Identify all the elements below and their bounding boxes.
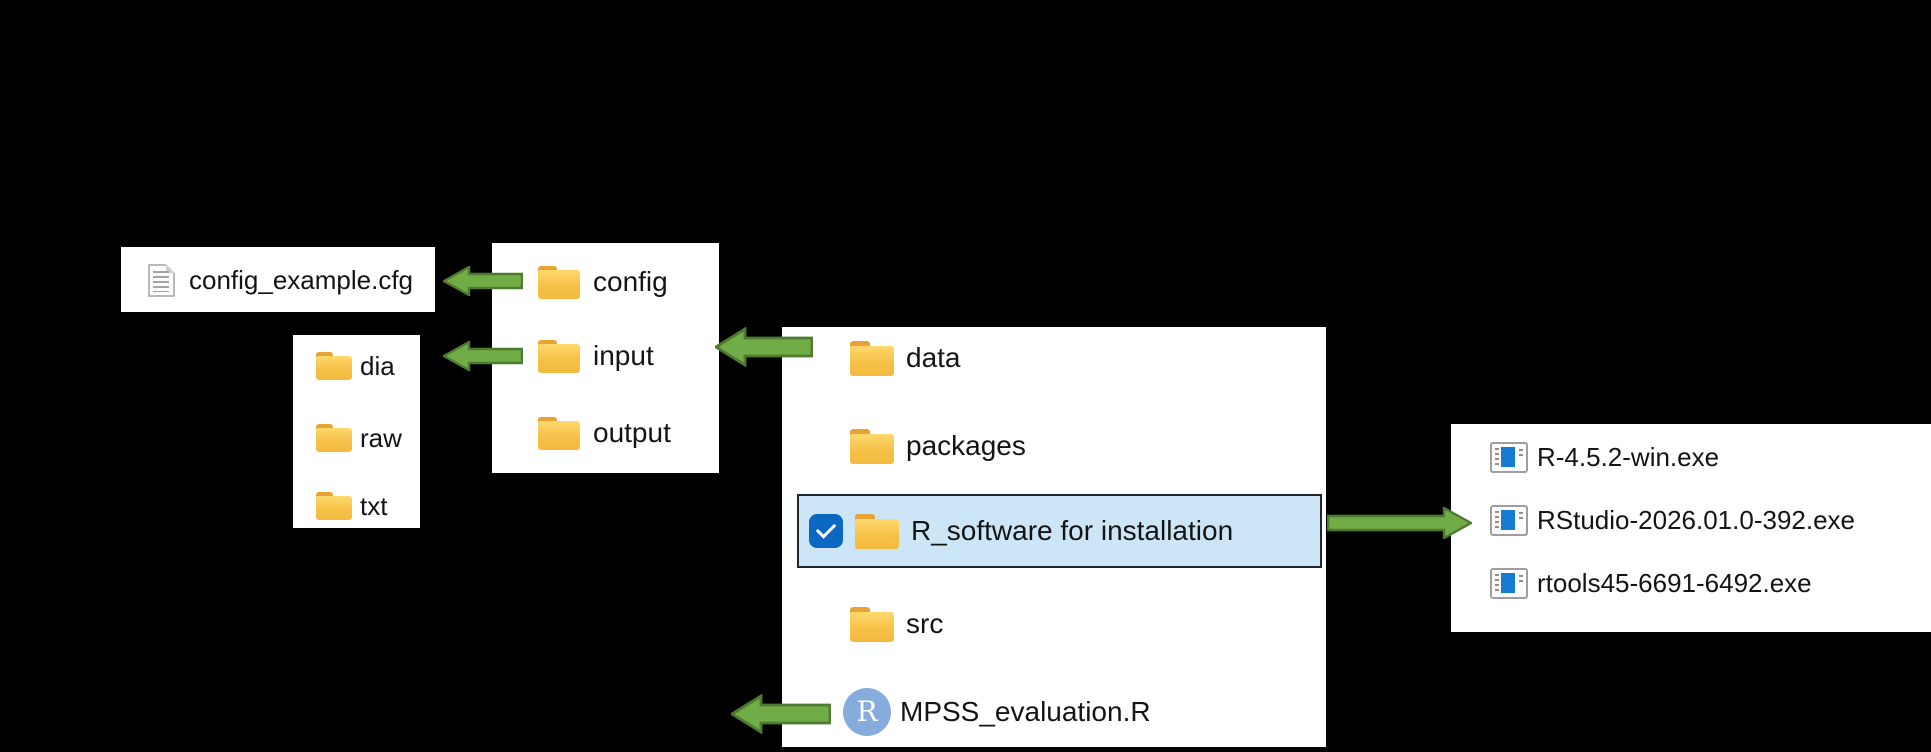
folder-row-config[interactable]: config [538,262,668,302]
folder-icon [316,352,352,380]
file-label: config_example.cfg [189,265,414,295]
folder-row-r-software-selected[interactable]: R_software for installation [797,494,1322,568]
folder-label: output [593,417,671,448]
folder-icon [850,340,894,376]
folder-icon [538,339,580,373]
folder-icon [316,492,352,520]
file-label: R-4.5.2-win.exe [1537,442,1720,472]
panel-project-root: data packages R_software for installatio… [782,327,1326,747]
folder-label: raw [360,423,402,453]
folder-label: src [906,608,944,639]
folder-label: data [906,342,961,373]
folder-icon [316,424,352,452]
text-document-icon [148,263,175,297]
folder-label: R_software for installation [911,515,1234,546]
file-row-rtools-installer[interactable]: rtools45-6691-6492.exe [1490,565,1812,601]
folder-row-packages[interactable]: packages [850,426,1026,466]
folder-row-data[interactable]: data [850,338,961,378]
r-script-icon: R [843,688,891,736]
folder-icon [850,606,894,642]
file-row-rstudio-installer[interactable]: RStudio-2026.01.0-392.exe [1490,502,1855,538]
arrow-left-icon [443,341,523,371]
folder-label: config [593,266,668,297]
file-label: rtools45-6691-6492.exe [1537,568,1812,598]
panel-root-folders: config input output [492,243,719,473]
folder-row-input[interactable]: input [538,336,654,376]
file-row-config-example[interactable]: config_example.cfg [148,260,413,300]
folder-icon [538,265,580,299]
panel-installers: R-4.5.2-win.exe RStudio-2026.01.0-392.ex… [1451,424,1931,632]
file-label: MPSS_evaluation.R [900,696,1151,727]
checkbox-checked-icon[interactable] [809,514,843,548]
folder-icon [850,428,894,464]
folder-row-txt[interactable]: txt [316,488,387,524]
folder-icon [538,416,580,450]
folder-row-dia[interactable]: dia [316,348,395,384]
arrow-left-icon [731,694,831,734]
file-label: RStudio-2026.01.0-392.exe [1537,505,1856,535]
folder-row-raw[interactable]: raw [316,420,402,456]
folder-row-src[interactable]: src [850,604,943,644]
folder-label: input [593,340,654,371]
arrow-left-icon [443,266,523,296]
panel-input-subfolders: dia raw txt [293,335,420,528]
file-row-r-installer[interactable]: R-4.5.2-win.exe [1490,439,1719,475]
folder-label: dia [360,351,395,381]
folder-row-output[interactable]: output [538,413,671,453]
installer-icon [1490,567,1528,599]
installer-icon [1490,504,1528,536]
folder-label: packages [906,430,1026,461]
file-row-mpss-evaluation[interactable]: R MPSS_evaluation.R [843,688,1151,736]
installer-icon [1490,441,1528,473]
arrow-left-icon [715,327,813,367]
folder-icon [855,513,899,549]
panel-config-file: config_example.cfg [121,247,435,312]
arrow-right-icon [1327,507,1472,539]
folder-label: txt [360,491,388,521]
